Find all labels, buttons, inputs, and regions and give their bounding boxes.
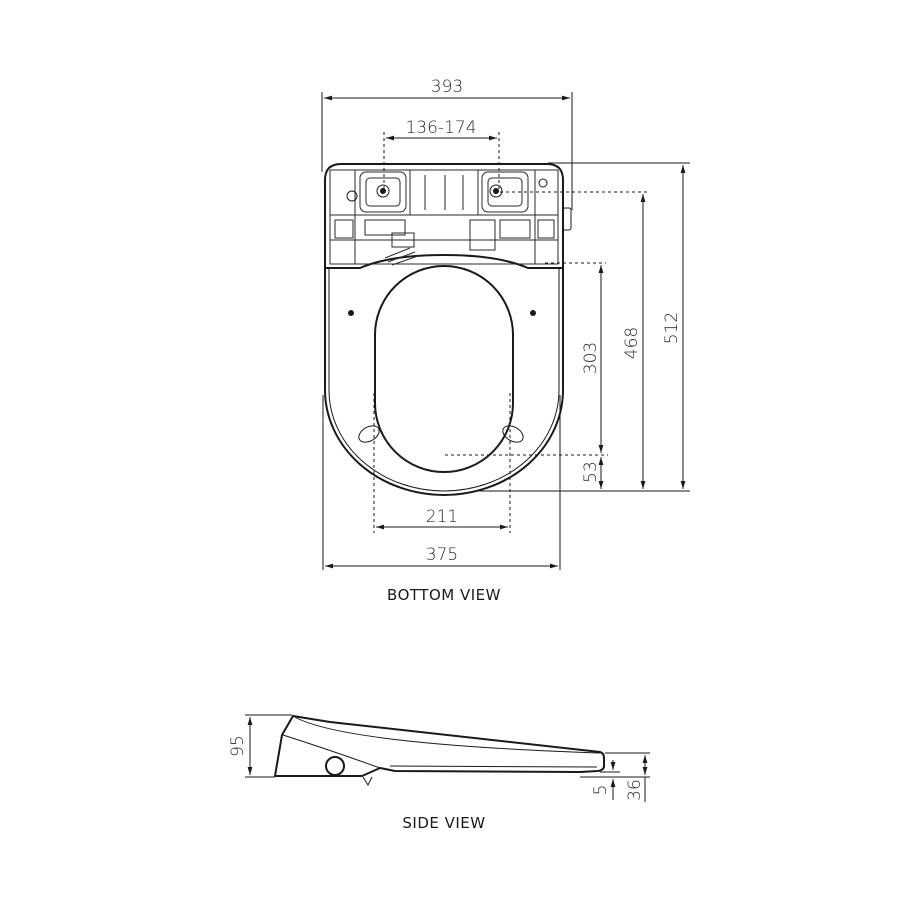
dimension-overall-length: 512 (478, 162, 690, 492)
dimension-303-label: 303 (581, 342, 601, 374)
dimension-overall-width-bottom: 375 (322, 395, 561, 570)
seat-opening (374, 265, 514, 473)
hinge-knob (325, 756, 345, 776)
dimension-468-label: 468 (622, 327, 642, 359)
side-profile (273, 714, 605, 777)
dimension-hinge-spacing: 136-174 (383, 118, 500, 190)
bottom-view: 393 136-174 (321, 77, 690, 604)
bumper-right (502, 425, 524, 443)
dimension-overall-width-top: 393 (321, 77, 573, 210)
dimension-95-label: 95 (228, 735, 248, 757)
dimension-bumper-gap: 5 (591, 760, 616, 800)
dimension-hinge-to-front: 468 (500, 191, 648, 489)
dimension-overall-height: 95 (228, 714, 292, 778)
dimension-136-174-label: 136-174 (405, 118, 476, 138)
bumper-left (358, 425, 380, 443)
side-view-title: SIDE VIEW (402, 814, 485, 832)
dimension-front-height: 36 (580, 752, 650, 802)
dimension-393-label: 393 (431, 77, 463, 97)
dimension-211-label: 211 (426, 507, 458, 527)
hinge-block (324, 163, 572, 269)
mount-hole-left (348, 310, 354, 316)
dimension-5-label: 5 (591, 785, 611, 796)
mount-hole-right (530, 310, 536, 316)
seat-outline (324, 265, 564, 496)
dimension-375-label: 375 (426, 545, 458, 565)
dimension-36-label: 36 (625, 779, 645, 801)
dimension-front-rim: 53 (581, 457, 604, 489)
bottom-view-title: BOTTOM VIEW (387, 586, 501, 604)
side-view: 95 36 5 SIDE VIEW (228, 714, 650, 832)
dimension-opening-length: 303 (445, 262, 608, 456)
dimension-53-label: 53 (581, 461, 601, 483)
dimension-512-label: 512 (662, 312, 682, 344)
dimension-opening-width: 211 (373, 393, 511, 533)
